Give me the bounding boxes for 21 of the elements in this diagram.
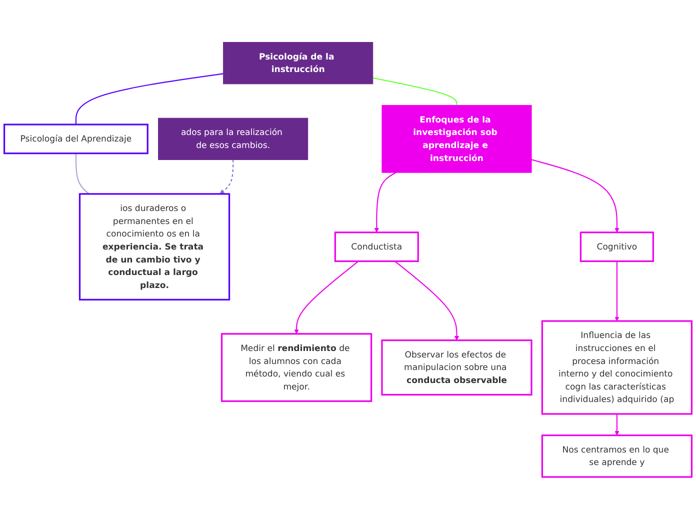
node-box: Cognitivo — [580, 232, 654, 262]
arrow — [394, 261, 460, 341]
node-box: Influencia de las instrucciones en el procesa información interno y del conocimiento cogn las características individuales) adquirido (ap — [541, 320, 693, 416]
arrow — [294, 261, 359, 334]
node-box: Nos centramos en lo que se aprende y — [541, 434, 693, 478]
node-box: Enfoques de la investigación sob aprendizaje e instrucción — [382, 105, 532, 174]
arrow — [374, 172, 396, 233]
connector — [372, 78, 458, 106]
node-box: Psicología de la instrucción — [223, 42, 374, 85]
arrow — [220, 160, 234, 195]
node-box: Conductista — [334, 232, 419, 262]
arrow — [531, 159, 620, 233]
connector — [75, 74, 224, 125]
node-box: Medir el rendimiento de los alumnos con cada método, viendo cual es mejor. — [220, 333, 372, 402]
connector — [75, 154, 90, 195]
arrow — [614, 414, 620, 436]
node-box: Psicología del Aprendizaje — [3, 124, 148, 155]
node-box: ios duraderos o permanentes en el conocimiento os en la experiencia. Se trata de un cambio tivo y conductual a largo plazo. — [78, 194, 230, 301]
node-box: Observar los efectos de manipulacion sobre una conducta observable — [381, 340, 532, 396]
arrow — [614, 262, 620, 322]
node-box: ados para la realización de esos cambios. — [158, 118, 308, 160]
